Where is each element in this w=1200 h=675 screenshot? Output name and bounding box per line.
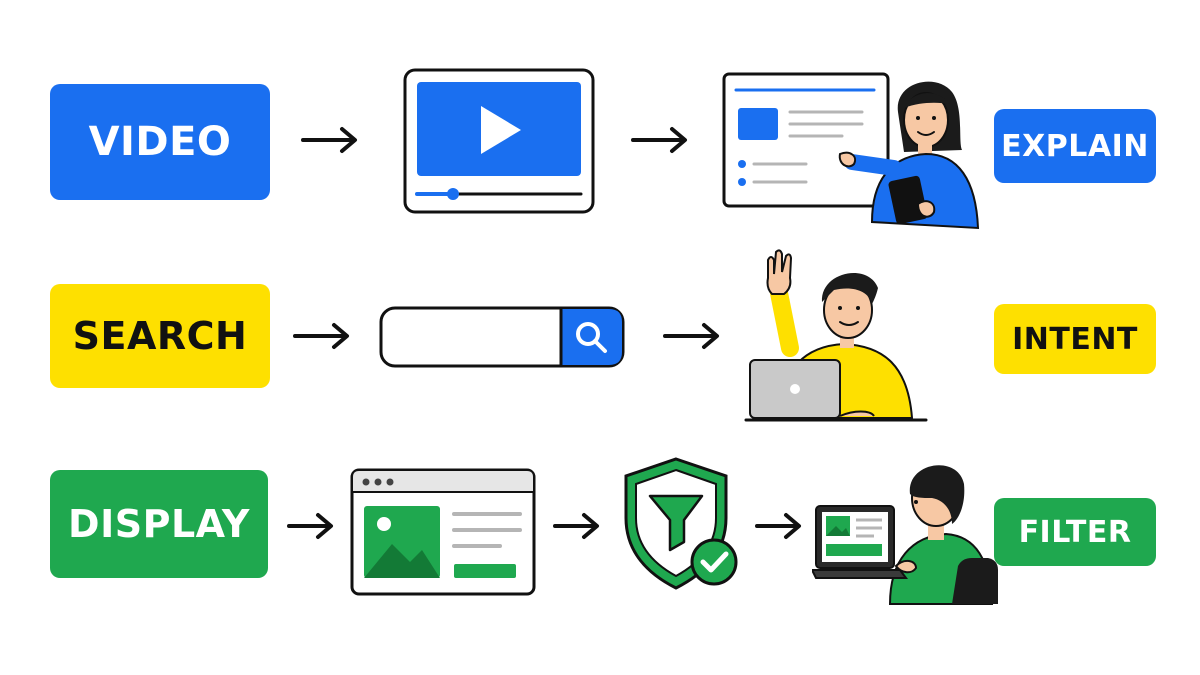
search-label-box: SEARCH	[50, 284, 270, 388]
intent-label-box: INTENT	[994, 304, 1156, 374]
funnel-icon	[648, 494, 704, 552]
magnifier-icon	[576, 322, 607, 353]
play-icon	[481, 106, 521, 154]
arrow-right-icon	[287, 513, 333, 539]
video-label-box: VIDEO	[50, 84, 270, 200]
intent-label: INTENT	[1012, 321, 1138, 357]
arrow-right-icon	[301, 127, 357, 153]
filter-label: FILTER	[1018, 514, 1132, 550]
shield-funnel-check-icon	[624, 457, 738, 590]
web-page-with-image-icon	[350, 468, 536, 596]
arrow-right-icon	[631, 127, 687, 153]
person-at-laptop-icon	[812, 465, 998, 605]
explain-label: EXPLAIN	[1001, 128, 1149, 164]
filter-label-box: FILTER	[994, 498, 1156, 566]
explain-label-box: EXPLAIN	[994, 109, 1156, 183]
person-raising-hand-at-laptop-icon	[744, 249, 928, 422]
video-label: VIDEO	[88, 119, 232, 165]
arrow-right-icon	[553, 513, 599, 539]
arrow-right-icon	[663, 323, 719, 349]
check-icon	[690, 538, 738, 586]
presentation-screen-with-presenter-icon	[722, 72, 980, 230]
arrow-right-icon	[293, 323, 349, 349]
display-label: DISPLAY	[68, 502, 250, 546]
video-player-icon	[403, 68, 595, 214]
search-label: SEARCH	[72, 314, 248, 358]
arrow-right-icon	[755, 513, 801, 539]
search-bar-icon	[379, 306, 625, 368]
display-label-box: DISPLAY	[50, 470, 268, 578]
